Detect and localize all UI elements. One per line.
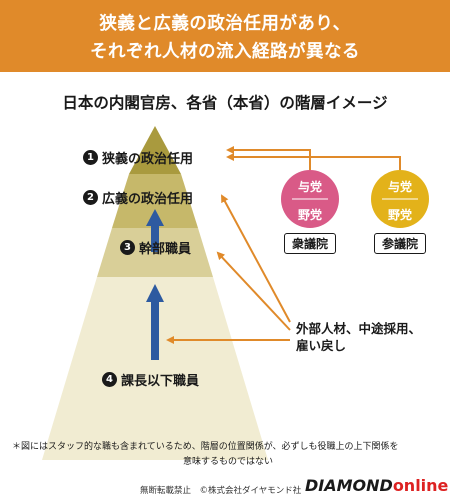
level-1-number: 1	[83, 150, 98, 165]
sangiin-label: 参議院	[374, 233, 426, 254]
level-1-text: 狭義の政治任用	[102, 152, 194, 167]
level-2-label: 2 広義の政治任用	[83, 188, 193, 207]
copyright-notice: 無断転載禁止 ©株式会社ダイヤモンド社	[140, 486, 302, 496]
shugiin-ruling-party: 与党	[297, 180, 322, 194]
banner-title-line-2: それぞれ人材の流入経路が異なる	[90, 42, 360, 62]
logo-suffix: online	[392, 476, 449, 495]
pyramid-base-layer	[42, 277, 268, 460]
sangiin-opposition-party: 野党	[387, 208, 412, 222]
external-inflow-line-2: 雇い戻し	[296, 338, 347, 353]
level-3-label: 3 幹部職員	[120, 238, 191, 257]
shugiin-label: 衆議院	[284, 233, 336, 254]
level-4-number: 4	[102, 372, 117, 387]
legislature-arrows	[226, 146, 401, 170]
external-inflow-line-1: 外部人材、中途採用、	[296, 321, 422, 336]
title-banner: 狭義と広義の政治任用があり、 それぞれ人材の流入経路が異なる	[0, 0, 450, 72]
level-4-label: 4 課長以下職員	[102, 370, 199, 389]
level-1-label: 1 狭義の政治任用	[83, 148, 193, 167]
level-2-number: 2	[83, 190, 98, 205]
banner-title-line-1: 狭義と広義の政治任用があり、	[99, 14, 351, 34]
level-3-number: 3	[120, 240, 135, 255]
level-3-text: 幹部職員	[139, 242, 192, 257]
sangiin-ruling-party: 与党	[387, 180, 412, 194]
level-2-text: 広義の政治任用	[102, 192, 194, 207]
external-inflow-arrows	[166, 194, 291, 344]
level-4-text: 課長以下職員	[121, 374, 200, 389]
external-inflow-label: 外部人材、中途採用、 雇い戻し	[296, 320, 421, 354]
pyramid-top-layer	[129, 126, 181, 174]
pyramid-layer-2	[112, 174, 198, 228]
footnote-line-1: ＊図にはスタッフ的な職も含まれているため、階層の位置関係が、必ずしも役職上の上下…	[12, 442, 399, 452]
internal-promotion-arrows	[146, 209, 164, 360]
shugiin-opposition-party: 野党	[297, 208, 322, 222]
diamond-online-logo: DIAMONDonline	[305, 476, 448, 495]
diagram-subtitle: 日本の内閣官房、各省（本省）の階層イメージ	[62, 94, 388, 112]
logo-brand: DIAMOND	[305, 476, 393, 495]
footnote-line-2: 意味するものではない	[182, 457, 273, 467]
